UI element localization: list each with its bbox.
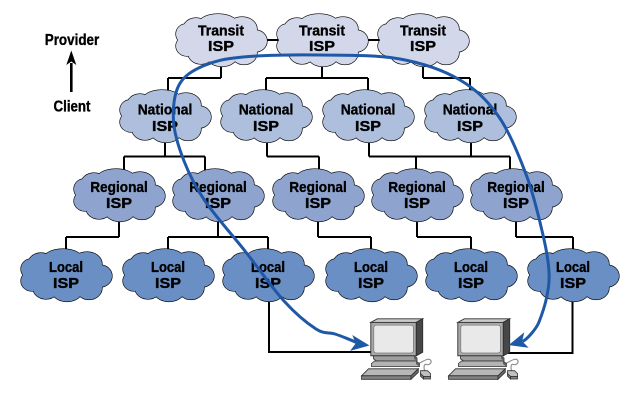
svg-text:Regional: Regional: [90, 180, 148, 196]
svg-text:ISP: ISP: [155, 276, 181, 292]
svg-text:Local: Local: [454, 260, 488, 276]
svg-text:ISP: ISP: [53, 276, 79, 292]
svg-text:National: National: [341, 102, 396, 118]
svg-text:ISP: ISP: [309, 39, 335, 55]
svg-text:Regional: Regional: [388, 180, 446, 196]
svg-text:ISP: ISP: [355, 119, 381, 135]
svg-text:ISP: ISP: [404, 196, 430, 212]
svg-text:ISP: ISP: [457, 119, 483, 135]
svg-text:Local: Local: [251, 260, 285, 276]
svg-text:ISP: ISP: [208, 39, 234, 55]
svg-text:ISP: ISP: [503, 196, 529, 212]
svg-text:National: National: [239, 102, 294, 118]
svg-text:Local: Local: [556, 260, 590, 276]
svg-text:Regional: Regional: [189, 180, 247, 196]
svg-text:Client: Client: [54, 99, 91, 116]
svg-text:Regional: Regional: [289, 180, 347, 196]
svg-text:Transit: Transit: [400, 24, 446, 40]
svg-text:ISP: ISP: [358, 276, 384, 292]
svg-text:Local: Local: [151, 260, 185, 276]
svg-text:Regional: Regional: [487, 180, 545, 196]
svg-text:ISP: ISP: [255, 276, 281, 292]
svg-text:ISP: ISP: [253, 119, 279, 135]
svg-text:ISP: ISP: [106, 196, 132, 212]
svg-text:ISP: ISP: [458, 276, 484, 292]
svg-text:ISP: ISP: [410, 39, 436, 55]
svg-text:Local: Local: [354, 260, 388, 276]
svg-text:Transit: Transit: [299, 24, 345, 40]
svg-text:Provider: Provider: [45, 32, 100, 49]
svg-text:ISP: ISP: [560, 276, 586, 292]
svg-text:Local: Local: [49, 260, 83, 276]
svg-text:National: National: [138, 102, 193, 118]
svg-text:ISP: ISP: [152, 119, 178, 135]
svg-text:Transit: Transit: [198, 24, 244, 40]
svg-text:National: National: [443, 102, 498, 118]
svg-text:ISP: ISP: [305, 196, 331, 212]
